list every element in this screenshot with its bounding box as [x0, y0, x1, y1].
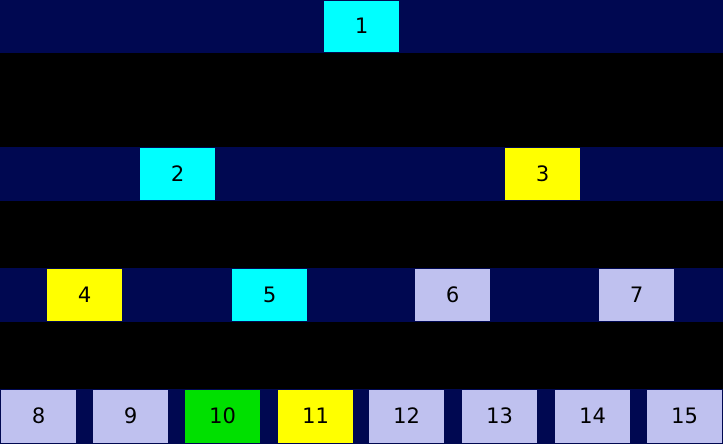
node-label-2: 2 — [170, 161, 185, 186]
node-label-12: 12 — [393, 404, 420, 428]
node-label-4: 4 — [77, 282, 92, 307]
node-4[interactable]: 4 — [46, 268, 123, 322]
node-1[interactable]: 1 — [323, 0, 400, 53]
node-label-5: 5 — [262, 282, 277, 307]
node-15[interactable]: 15 — [646, 389, 723, 444]
node-6[interactable]: 6 — [414, 268, 491, 322]
node-14[interactable]: 14 — [554, 389, 631, 444]
node-label-11: 11 — [302, 404, 329, 428]
node-11[interactable]: 11 — [277, 389, 354, 444]
node-label-7: 7 — [629, 282, 644, 307]
node-2[interactable]: 2 — [139, 147, 216, 201]
node-9[interactable]: 9 — [92, 389, 169, 444]
node-label-6: 6 — [445, 282, 460, 307]
node-label-10: 10 — [209, 404, 236, 428]
node-label-13: 13 — [486, 404, 513, 428]
node-8[interactable]: 8 — [0, 389, 77, 444]
node-3[interactable]: 3 — [504, 147, 581, 201]
node-label-8: 8 — [31, 404, 46, 428]
node-label-9: 9 — [123, 404, 138, 428]
level-band-2 — [0, 147, 723, 201]
node-label-1: 1 — [354, 14, 369, 38]
node-13[interactable]: 13 — [461, 389, 538, 444]
node-label-3: 3 — [535, 161, 550, 186]
node-10[interactable]: 10 — [184, 389, 261, 444]
node-5[interactable]: 5 — [231, 268, 308, 322]
node-12[interactable]: 12 — [368, 389, 445, 444]
node-7[interactable]: 7 — [598, 268, 675, 322]
node-label-15: 15 — [671, 404, 698, 428]
node-label-14: 14 — [579, 404, 606, 428]
